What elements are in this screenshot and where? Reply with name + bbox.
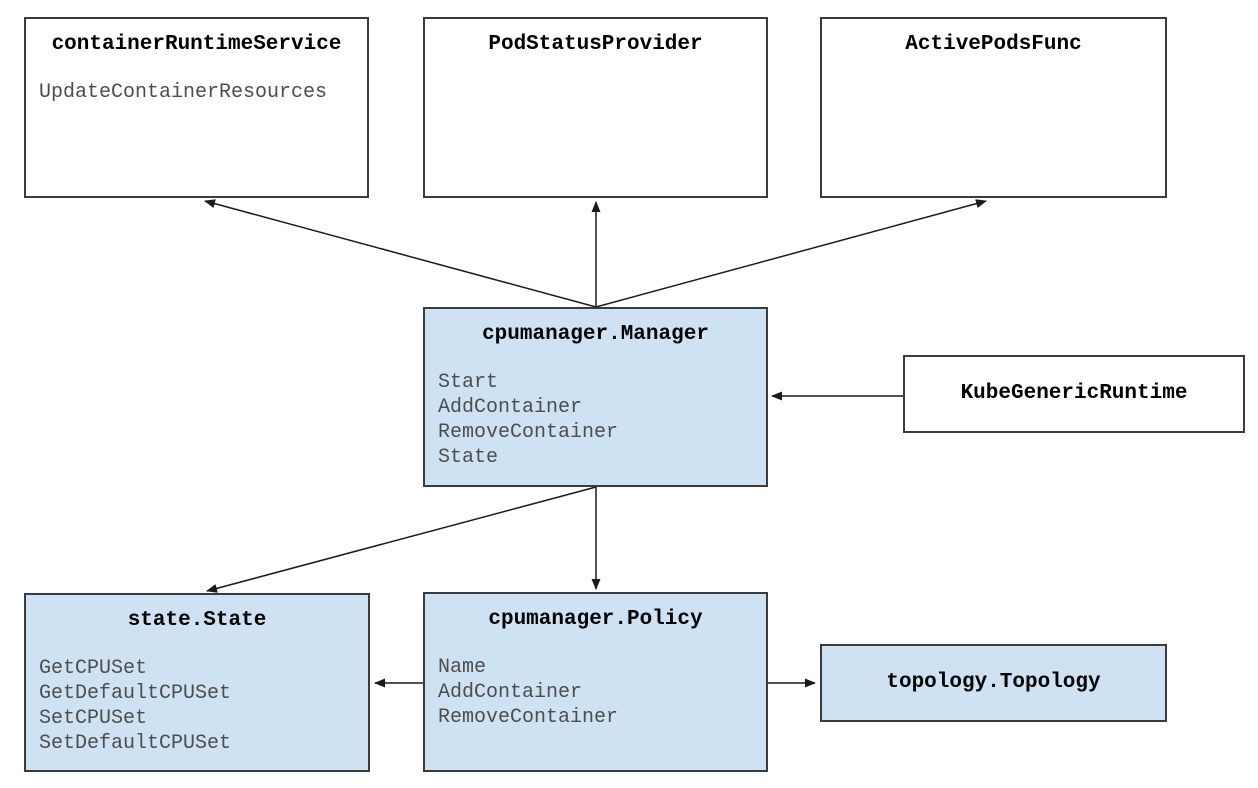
method-label: AddContainer: [438, 396, 583, 419]
box-title: topology.Topology: [886, 671, 1101, 694]
method-list: UpdateContainerResources: [26, 80, 367, 105]
box-title: cpumanager.Policy: [488, 608, 703, 631]
arrow-manager-to-active-pods-func: [595, 199, 987, 308]
box-cpumanager-manager: cpumanager.Manager Start AddContainer Re…: [423, 307, 768, 487]
box-title: KubeGenericRuntime: [960, 382, 1188, 405]
arrow-manager-to-state-state: [206, 486, 597, 593]
method-label: SetCPUSet: [39, 707, 148, 730]
method-list: Name AddContainer RemoveContainer: [425, 655, 766, 730]
method-label: UpdateContainerResources: [39, 81, 328, 104]
box-title: containerRuntimeService: [51, 33, 342, 56]
method-label: State: [438, 446, 499, 469]
box-title: ActivePodsFunc: [905, 33, 1082, 56]
box-pod-status-provider: PodStatusProvider: [423, 17, 768, 198]
box-title: PodStatusProvider: [488, 33, 703, 56]
box-topology-topology: topology.Topology: [820, 644, 1167, 722]
box-title: cpumanager.Manager: [482, 323, 709, 346]
method-label: RemoveContainer: [438, 706, 619, 729]
box-active-pods-func: ActivePodsFunc: [820, 17, 1167, 198]
arrow-manager-to-container-runtime-service: [204, 199, 597, 308]
box-container-runtime-service: containerRuntimeService UpdateContainerR…: [24, 17, 369, 198]
method-label: Name: [438, 656, 487, 679]
box-title: state.State: [127, 609, 267, 632]
method-label: GetDefaultCPUSet: [39, 682, 232, 705]
method-list: Start AddContainer RemoveContainer State: [425, 370, 766, 470]
box-kube-generic-runtime: KubeGenericRuntime: [903, 355, 1245, 433]
method-list: GetCPUSet GetDefaultCPUSet SetCPUSet Set…: [26, 656, 368, 756]
method-label: Start: [438, 371, 499, 394]
method-label: AddContainer: [438, 681, 583, 704]
method-label: RemoveContainer: [438, 421, 619, 444]
method-label: SetDefaultCPUSet: [39, 732, 232, 755]
box-cpumanager-policy: cpumanager.Policy Name AddContainer Remo…: [423, 592, 768, 772]
box-state-state: state.State GetCPUSet GetDefaultCPUSet S…: [24, 593, 370, 772]
method-label: GetCPUSet: [39, 657, 148, 680]
